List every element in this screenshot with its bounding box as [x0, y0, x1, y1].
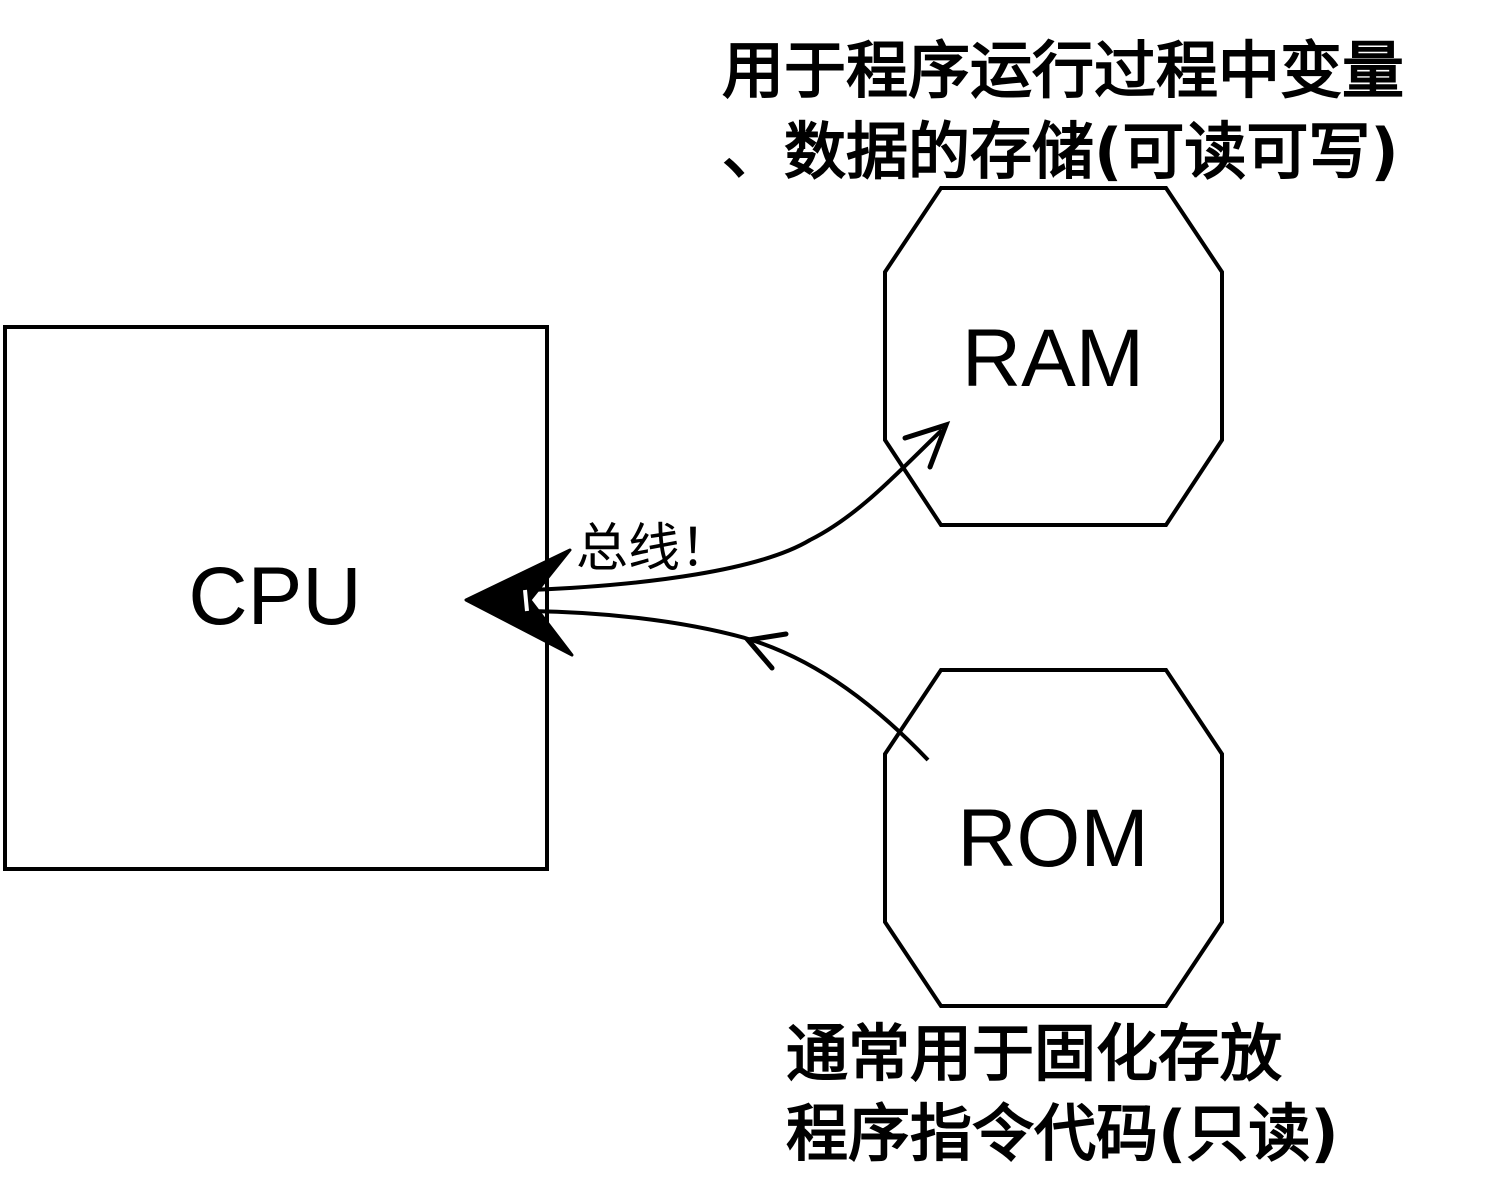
- ram-label: RAM: [962, 313, 1144, 404]
- ram-note-line2: 、数据的存储(可读可写): [722, 115, 1399, 188]
- cpu-ram-connector[interactable]: [529, 428, 944, 592]
- rom-note-line2: 程序指令代码(只读): [786, 1097, 1339, 1170]
- ram-node[interactable]: RAM: [883, 186, 1224, 527]
- rom-octagon: [883, 668, 1224, 1008]
- ram-arrowhead-icon: [902, 421, 951, 470]
- rom-label: ROM: [957, 793, 1148, 884]
- rom-node[interactable]: ROM: [883, 668, 1224, 1008]
- cpu-node[interactable]: CPU: [3, 325, 549, 871]
- cpu-arrowhead-icon: [464, 548, 574, 657]
- cpu-label: CPU: [188, 551, 361, 642]
- rom-cpu-connector[interactable]: [529, 609, 930, 762]
- arrowhead-gap: [523, 589, 529, 612]
- rom-note-line1: 通常用于固化存放: [786, 1017, 1282, 1090]
- bus-label: 总线！: [576, 519, 732, 579]
- cpu-box: [3, 325, 549, 871]
- rom-line-arrowhead-icon: [743, 631, 789, 671]
- ram-octagon: [883, 186, 1224, 527]
- ram-note-line1: 用于程序运行过程中变量: [722, 34, 1404, 107]
